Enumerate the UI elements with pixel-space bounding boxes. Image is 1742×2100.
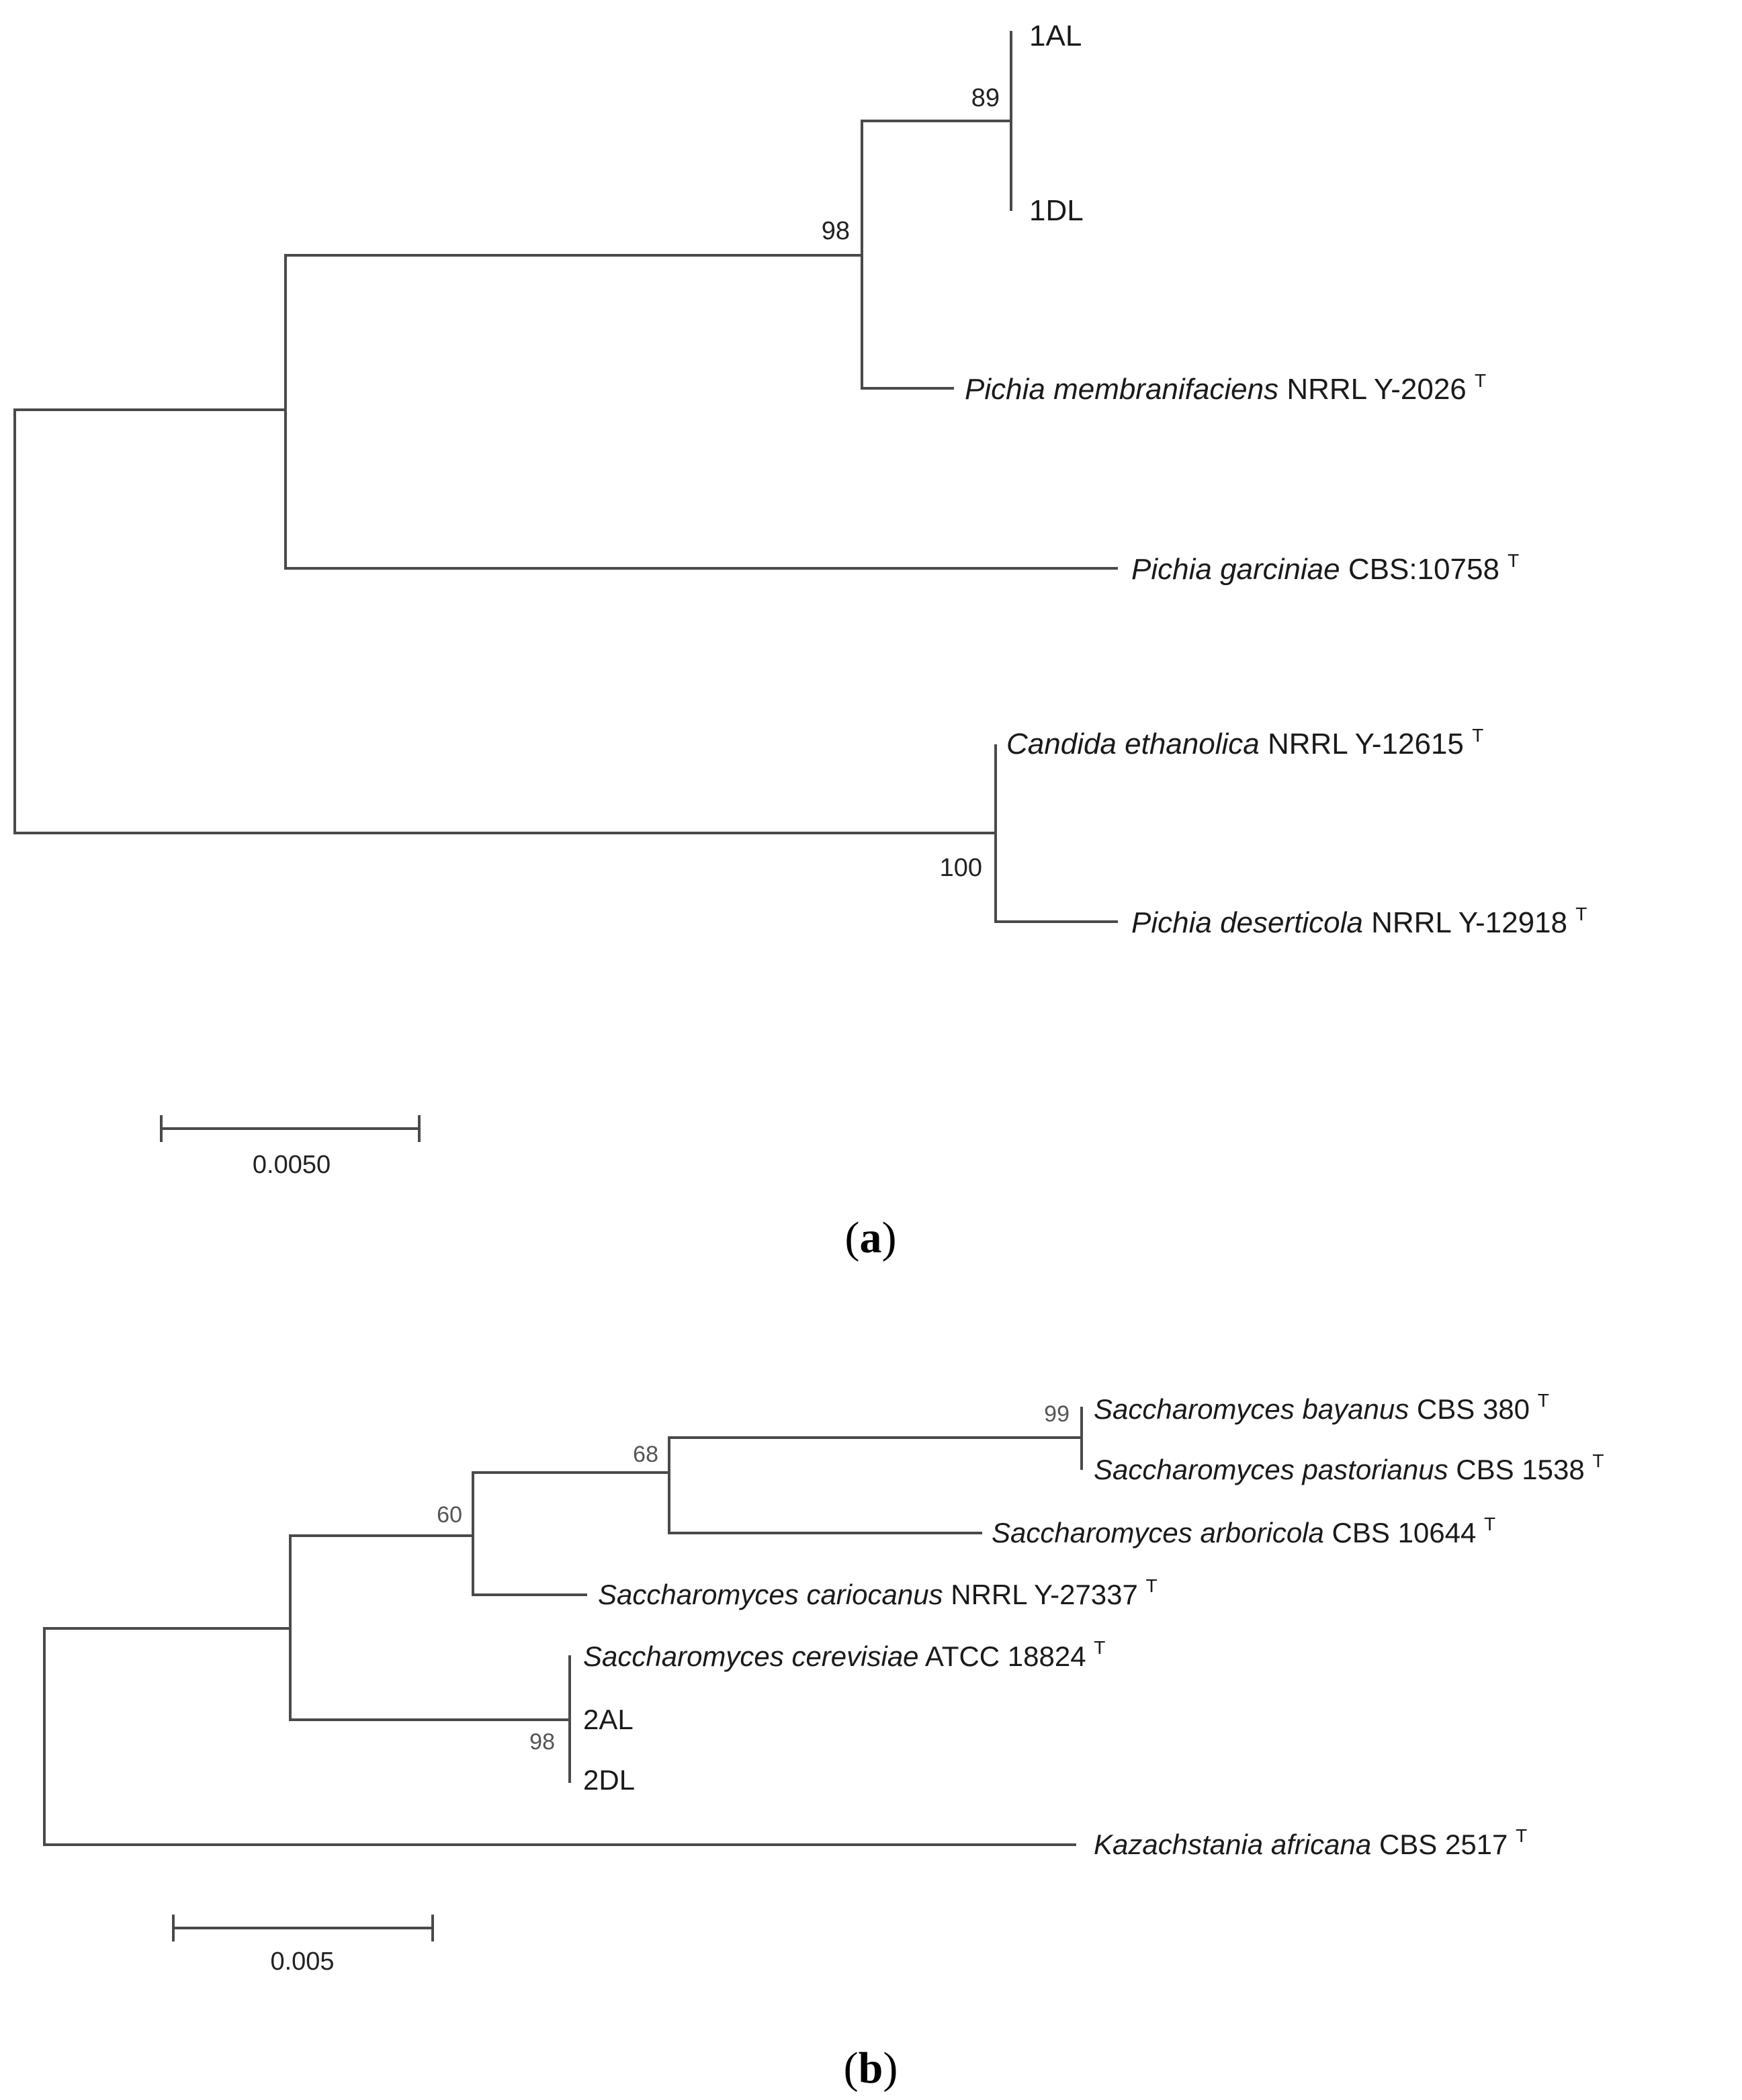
type-strain-mark: T bbox=[1146, 1575, 1158, 1596]
taxon-label-b-saccharomyces-pastorianus: Saccharomyces pastorianus CBS 1538 T bbox=[1094, 1450, 1604, 1485]
taxon-label-b-2al: 2AL bbox=[583, 1704, 634, 1735]
type-strain-mark: T bbox=[1538, 1390, 1549, 1411]
taxon-species: Kazachstania africana bbox=[1094, 1829, 1371, 1860]
scale-bar-b: 0.005 bbox=[172, 1915, 434, 1976]
bootstrap-value-b-68: 68 bbox=[633, 1442, 658, 1467]
scale-bar-a-label: 0.0050 bbox=[253, 1151, 331, 1179]
taxon-label-a-pichia-membranifaciens: Pichia membranifaciens NRRL Y-2026 T bbox=[965, 370, 1486, 406]
taxon-species: Saccharomyces bayanus bbox=[1094, 1393, 1409, 1425]
taxon-label-b-saccharomyces-arboricola: Saccharomyces arboricola CBS 10644 T bbox=[992, 1514, 1495, 1548]
type-strain-mark: T bbox=[1472, 725, 1483, 746]
bootstrap-value-a-89: 89 bbox=[971, 84, 1000, 112]
taxon-species: Pichia membranifaciens bbox=[965, 373, 1278, 406]
taxon-species: Pichia deserticola bbox=[1131, 906, 1363, 939]
taxon-label-b-saccharomyces-bayanus: Saccharomyces bayanus CBS 380 T bbox=[1094, 1390, 1549, 1425]
type-strain-mark: T bbox=[1592, 1450, 1604, 1471]
taxon-strain: NRRL Y-12615 bbox=[1268, 728, 1464, 760]
taxon-species: Saccharomyces cariocanus bbox=[598, 1579, 943, 1610]
taxon-label-b-saccharomyces-cerevisiae: Saccharomyces cerevisiae ATCC 18824 T bbox=[583, 1637, 1105, 1672]
scale-bar-b-label: 0.005 bbox=[270, 1948, 334, 1976]
taxon-species: Saccharomyces arboricola bbox=[992, 1517, 1324, 1548]
taxon-strain: CBS 10644 bbox=[1332, 1517, 1477, 1548]
taxon-label-a-candida-ethanolica: Candida ethanolica NRRL Y-12615 T bbox=[1006, 725, 1483, 760]
taxon-strain: 1DL bbox=[1029, 194, 1084, 227]
taxon-label-a-pichia-garciniae: Pichia garciniae CBS:10758 T bbox=[1131, 550, 1519, 586]
taxon-strain: NRRL Y-2026 bbox=[1287, 373, 1466, 406]
taxon-label-b-saccharomyces-cariocanus: Saccharomyces cariocanus NRRL Y-27337 T bbox=[598, 1575, 1158, 1610]
taxon-strain: CBS:10758 bbox=[1348, 553, 1499, 586]
taxon-label-a-1dl: 1DL bbox=[1029, 194, 1084, 227]
type-strain-mark: T bbox=[1094, 1637, 1105, 1658]
taxon-strain: 2AL bbox=[583, 1704, 634, 1735]
panel-a-tree: 89 98 100 1AL 1DL Pichia membranifaciens… bbox=[13, 19, 1587, 1262]
taxon-label-b-kazachstania-africana: Kazachstania africana CBS 2517 T bbox=[1094, 1825, 1527, 1860]
bootstrap-value-a-100: 100 bbox=[940, 854, 982, 882]
taxon-label-b-2dl: 2DL bbox=[583, 1764, 635, 1796]
bootstrap-value-b-60: 60 bbox=[437, 1502, 462, 1528]
taxon-label-a-pichia-deserticola: Pichia deserticola NRRL Y-12918 T bbox=[1131, 904, 1587, 939]
type-strain-mark: T bbox=[1484, 1514, 1495, 1534]
scale-bar-a: 0.0050 bbox=[160, 1115, 421, 1179]
taxon-strain: CBS 2517 bbox=[1379, 1829, 1508, 1860]
type-strain-mark: T bbox=[1516, 1825, 1527, 1846]
bootstrap-value-a-98: 98 bbox=[822, 217, 850, 245]
taxon-species: Saccharomyces cerevisiae bbox=[583, 1640, 919, 1672]
taxon-strain: CBS 380 bbox=[1417, 1393, 1530, 1425]
taxon-species: Candida ethanolica bbox=[1006, 728, 1260, 760]
bootstrap-value-b-99: 99 bbox=[1044, 1401, 1070, 1427]
bootstrap-value-b-98: 98 bbox=[529, 1729, 555, 1755]
taxon-strain: 2DL bbox=[583, 1764, 635, 1796]
taxon-strain: CBS 1538 bbox=[1456, 1454, 1584, 1485]
taxon-species: Saccharomyces pastorianus bbox=[1094, 1454, 1448, 1485]
taxon-label-a-1al: 1AL bbox=[1029, 19, 1082, 52]
taxon-species: Pichia garciniae bbox=[1131, 553, 1340, 586]
taxon-strain: NRRL Y-27337 bbox=[951, 1579, 1138, 1610]
panel-label-b: (b) bbox=[844, 2044, 898, 2093]
panel-label-a: (a) bbox=[845, 1213, 897, 1262]
type-strain-mark: T bbox=[1575, 904, 1587, 924]
type-strain-mark: T bbox=[1508, 550, 1519, 571]
taxon-strain: NRRL Y-12918 bbox=[1371, 906, 1567, 939]
panel-b-tree: 99 68 60 98 Saccharomyces bayanus CBS 38… bbox=[43, 1390, 1604, 2093]
taxon-strain: ATCC 18824 bbox=[925, 1640, 1086, 1672]
type-strain-mark: T bbox=[1475, 370, 1486, 391]
taxon-strain: 1AL bbox=[1029, 19, 1082, 52]
